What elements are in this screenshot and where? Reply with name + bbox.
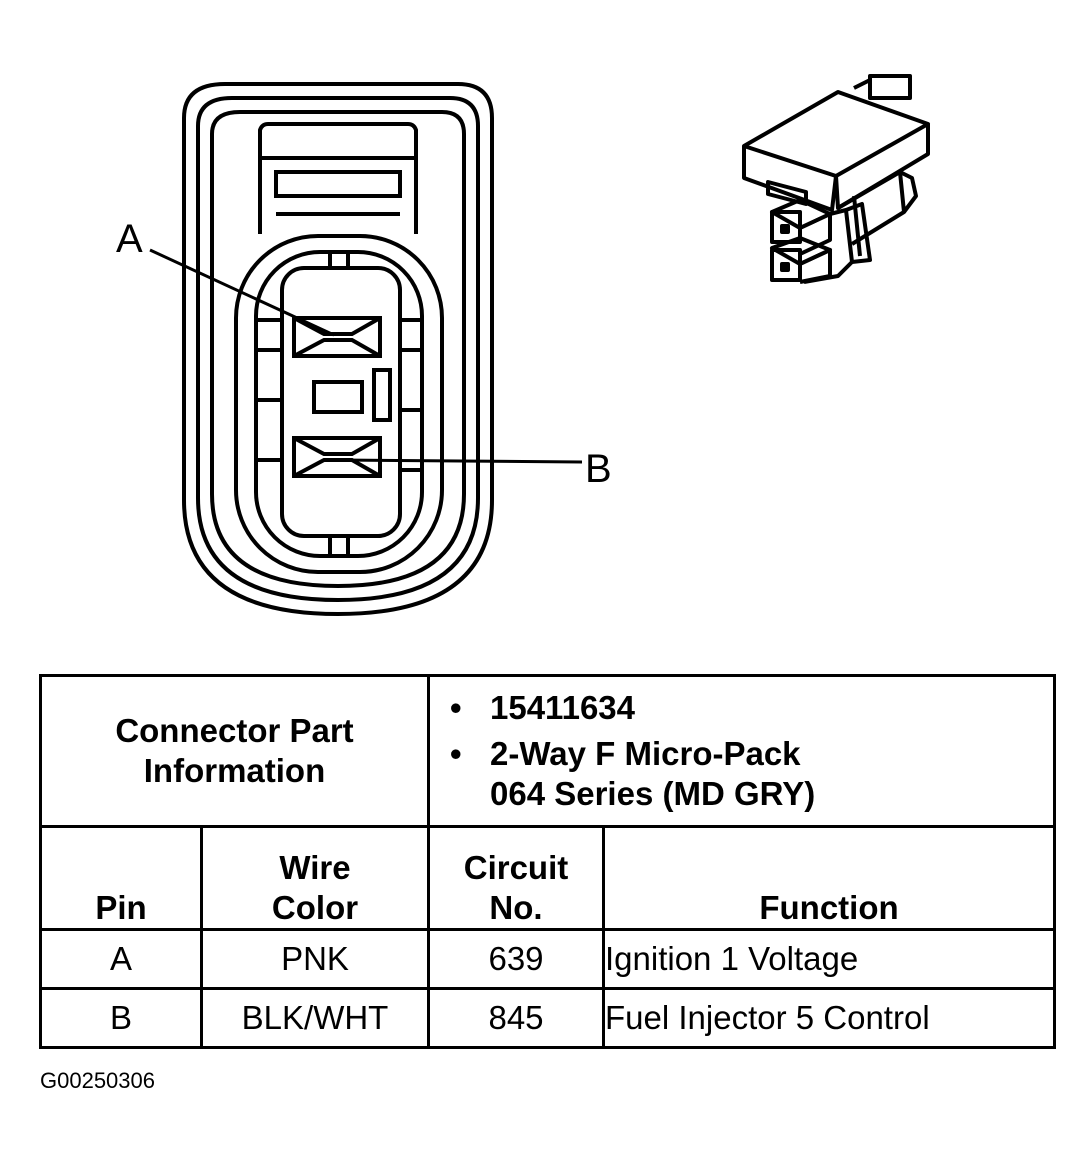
table-row: A PNK 639 Ignition 1 Voltage: [39, 928, 1057, 990]
callout-line-b: [339, 458, 583, 464]
header-wire-color: Wire Color: [200, 825, 430, 931]
connector-part-info-label: Connector Part Information: [39, 674, 430, 828]
connector-part-info-list: • 15411634 • 2-Way F Micro-Pack 064 Seri…: [426, 674, 1057, 828]
connector-face-view: [182, 82, 494, 617]
cell-circuit: 639: [427, 928, 605, 990]
cell-circuit: 845: [427, 987, 605, 1049]
connector-info-table: Connector Part Information • 15411634 • …: [39, 674, 1057, 1049]
callout-label-a: A: [116, 217, 143, 261]
connector-part-info-row: Connector Part Information • 15411634 • …: [39, 674, 1057, 828]
cell-wire-color: BLK/WHT: [200, 987, 430, 1049]
cell-function: Fuel Injector 5 Control: [601, 987, 1057, 1049]
cell-wire-color: PNK: [200, 928, 430, 990]
callout-label-b: B: [585, 447, 612, 491]
header-pin: Pin: [39, 825, 203, 931]
column-header-row: Pin Wire Color Circuit No. Function: [39, 825, 1057, 931]
part-number-item: • 15411634: [450, 689, 636, 726]
cell-pin: B: [39, 987, 203, 1049]
callout-line-a: [149, 248, 335, 337]
cell-function: Ignition 1 Voltage: [601, 928, 1057, 990]
header-circuit-no: Circuit No.: [427, 825, 605, 931]
part-description-item: • 2-Way F Micro-Pack 064 Series (MD GRY): [450, 735, 816, 812]
connector-isometric-view: [742, 74, 930, 284]
header-function: Function: [601, 825, 1057, 931]
figure-code: G00250306: [40, 1068, 155, 1093]
table-row: B BLK/WHT 845 Fuel Injector 5 Control: [39, 987, 1057, 1049]
cell-pin: A: [39, 928, 203, 990]
